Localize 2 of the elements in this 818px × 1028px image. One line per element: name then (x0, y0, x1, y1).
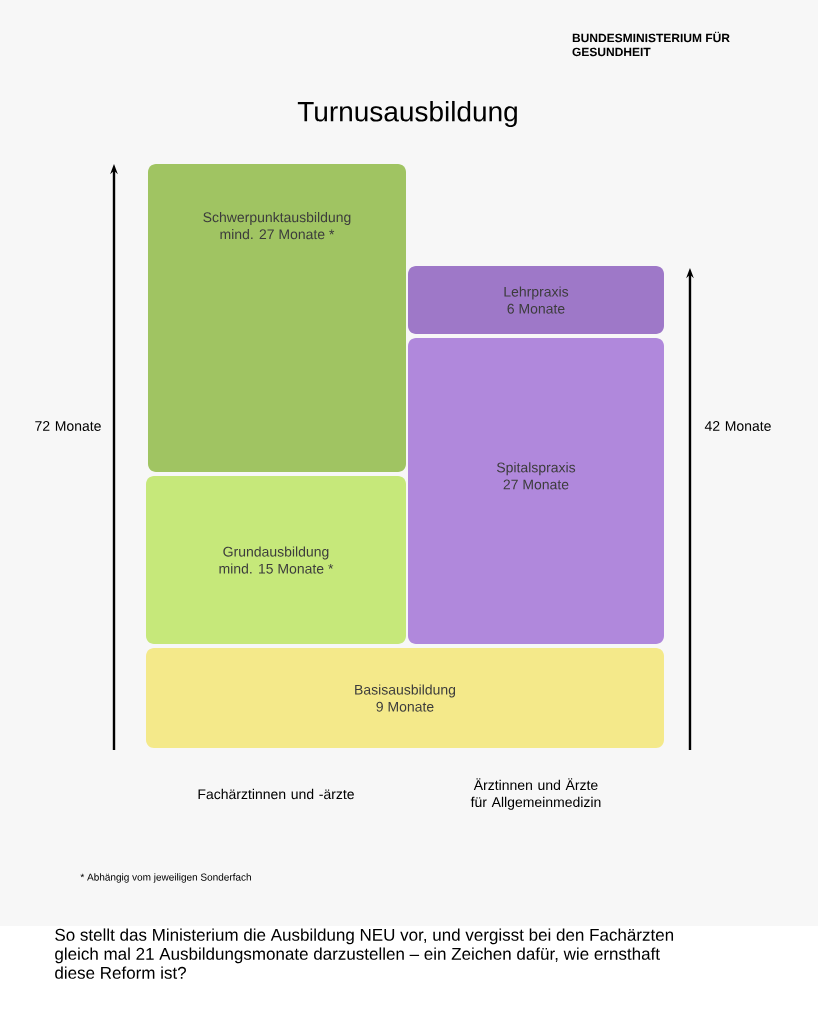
caption: So stellt das Ministerium die Ausbildung NEU vor, und vergisst bei den Fachärzten gleich mal 21 Ausbildungsmonate darzustellen – ein Zeichen dafür, wie ernsthaft diese Reform ist? (55, 928, 673, 979)
title: Turnusausbildung (297, 100, 517, 128)
